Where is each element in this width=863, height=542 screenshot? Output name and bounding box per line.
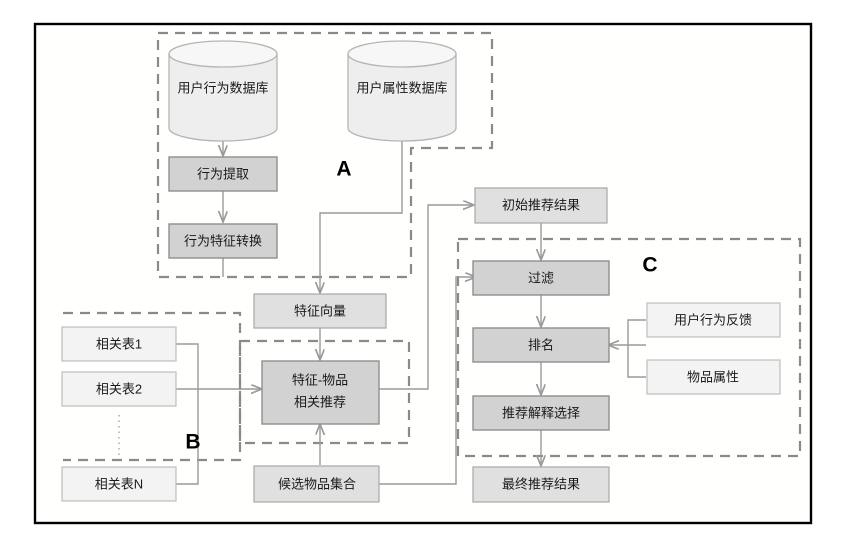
node-relation-table-2[interactable]: 相关表2: [61, 371, 177, 407]
group-c-boundary: [456, 237, 802, 458]
group-a-boundary: [156, 31, 494, 279]
group-label-b: B: [185, 431, 200, 454]
node-final-rec-result-label: 最终推荐结果: [502, 476, 580, 491]
node-item-attribute[interactable]: 物品属性: [646, 359, 781, 395]
edge-feedback-bus: [627, 319, 646, 345]
node-relation-table-2-label: 相关表2: [96, 381, 142, 396]
edge-attributedb-to-featurevector: [320, 140, 403, 293]
node-user-attribute-db[interactable]: 用户属性数据库: [347, 40, 457, 142]
node-user-behavior-db[interactable]: 用户行为数据库: [168, 40, 278, 142]
node-feature-item-recommendation[interactable]: 特征-物品 相关推荐: [261, 360, 380, 425]
node-candidate-item-set-label: 候选物品集合: [278, 476, 356, 491]
node-relation-table-1-label: 相关表1: [96, 336, 142, 351]
node-candidate-item-set[interactable]: 候选物品集合: [253, 465, 380, 503]
node-item-attribute-label: 物品属性: [687, 369, 739, 384]
edge-itemattr-bus: [627, 345, 646, 378]
node-ranking-label: 排名: [528, 337, 554, 352]
group-label-a: A: [336, 158, 351, 181]
group-b-boundary: [63, 311, 242, 462]
edge-relationtable1-bus: [176, 343, 199, 390]
edge-featureitemrec-to-initialresult: [379, 205, 474, 390]
node-feature-vector[interactable]: 特征向量: [253, 293, 387, 329]
node-feature-item-recommendation-label-line1: 特征-物品: [292, 372, 348, 387]
node-filter-label: 过滤: [528, 270, 554, 285]
node-relation-table-n-label: 相关表N: [95, 476, 143, 491]
group-label-c: C: [642, 254, 657, 277]
node-initial-rec-result[interactable]: 初始推荐结果: [474, 187, 608, 224]
node-final-rec-result[interactable]: 最终推荐结果: [472, 466, 610, 503]
node-behavior-feature-transform-label: 行为特征转换: [184, 233, 262, 248]
node-behavior-feature-transform[interactable]: 行为特征转换: [168, 223, 278, 259]
node-user-behavior-db-label: 用户行为数据库: [177, 80, 268, 95]
edge-candidateset-to-filter: [379, 277, 476, 485]
node-filter[interactable]: 过滤: [472, 260, 610, 296]
node-behavior-extraction-label: 行为提取: [197, 166, 249, 181]
node-explanation-selection-label: 推荐解释选择: [502, 405, 580, 420]
edge-relationtablen-bus: [176, 390, 199, 485]
node-relation-table-1[interactable]: 相关表1: [61, 326, 177, 362]
node-ranking[interactable]: 排名: [472, 327, 610, 363]
node-explanation-selection[interactable]: 推荐解释选择: [472, 395, 610, 431]
node-feature-item-recommendation-label-line2: 相关推荐: [294, 394, 346, 409]
node-initial-rec-result-label: 初始推荐结果: [502, 197, 580, 212]
node-user-behavior-feedback[interactable]: 用户行为反馈: [646, 302, 781, 338]
node-behavior-extraction[interactable]: 行为提取: [168, 156, 278, 192]
node-user-attribute-db-label: 用户属性数据库: [356, 80, 447, 95]
node-feature-vector-label: 特征向量: [294, 303, 346, 318]
node-relation-table-n[interactable]: 相关表N: [61, 466, 177, 502]
node-user-behavior-feedback-label: 用户行为反馈: [674, 312, 752, 327]
